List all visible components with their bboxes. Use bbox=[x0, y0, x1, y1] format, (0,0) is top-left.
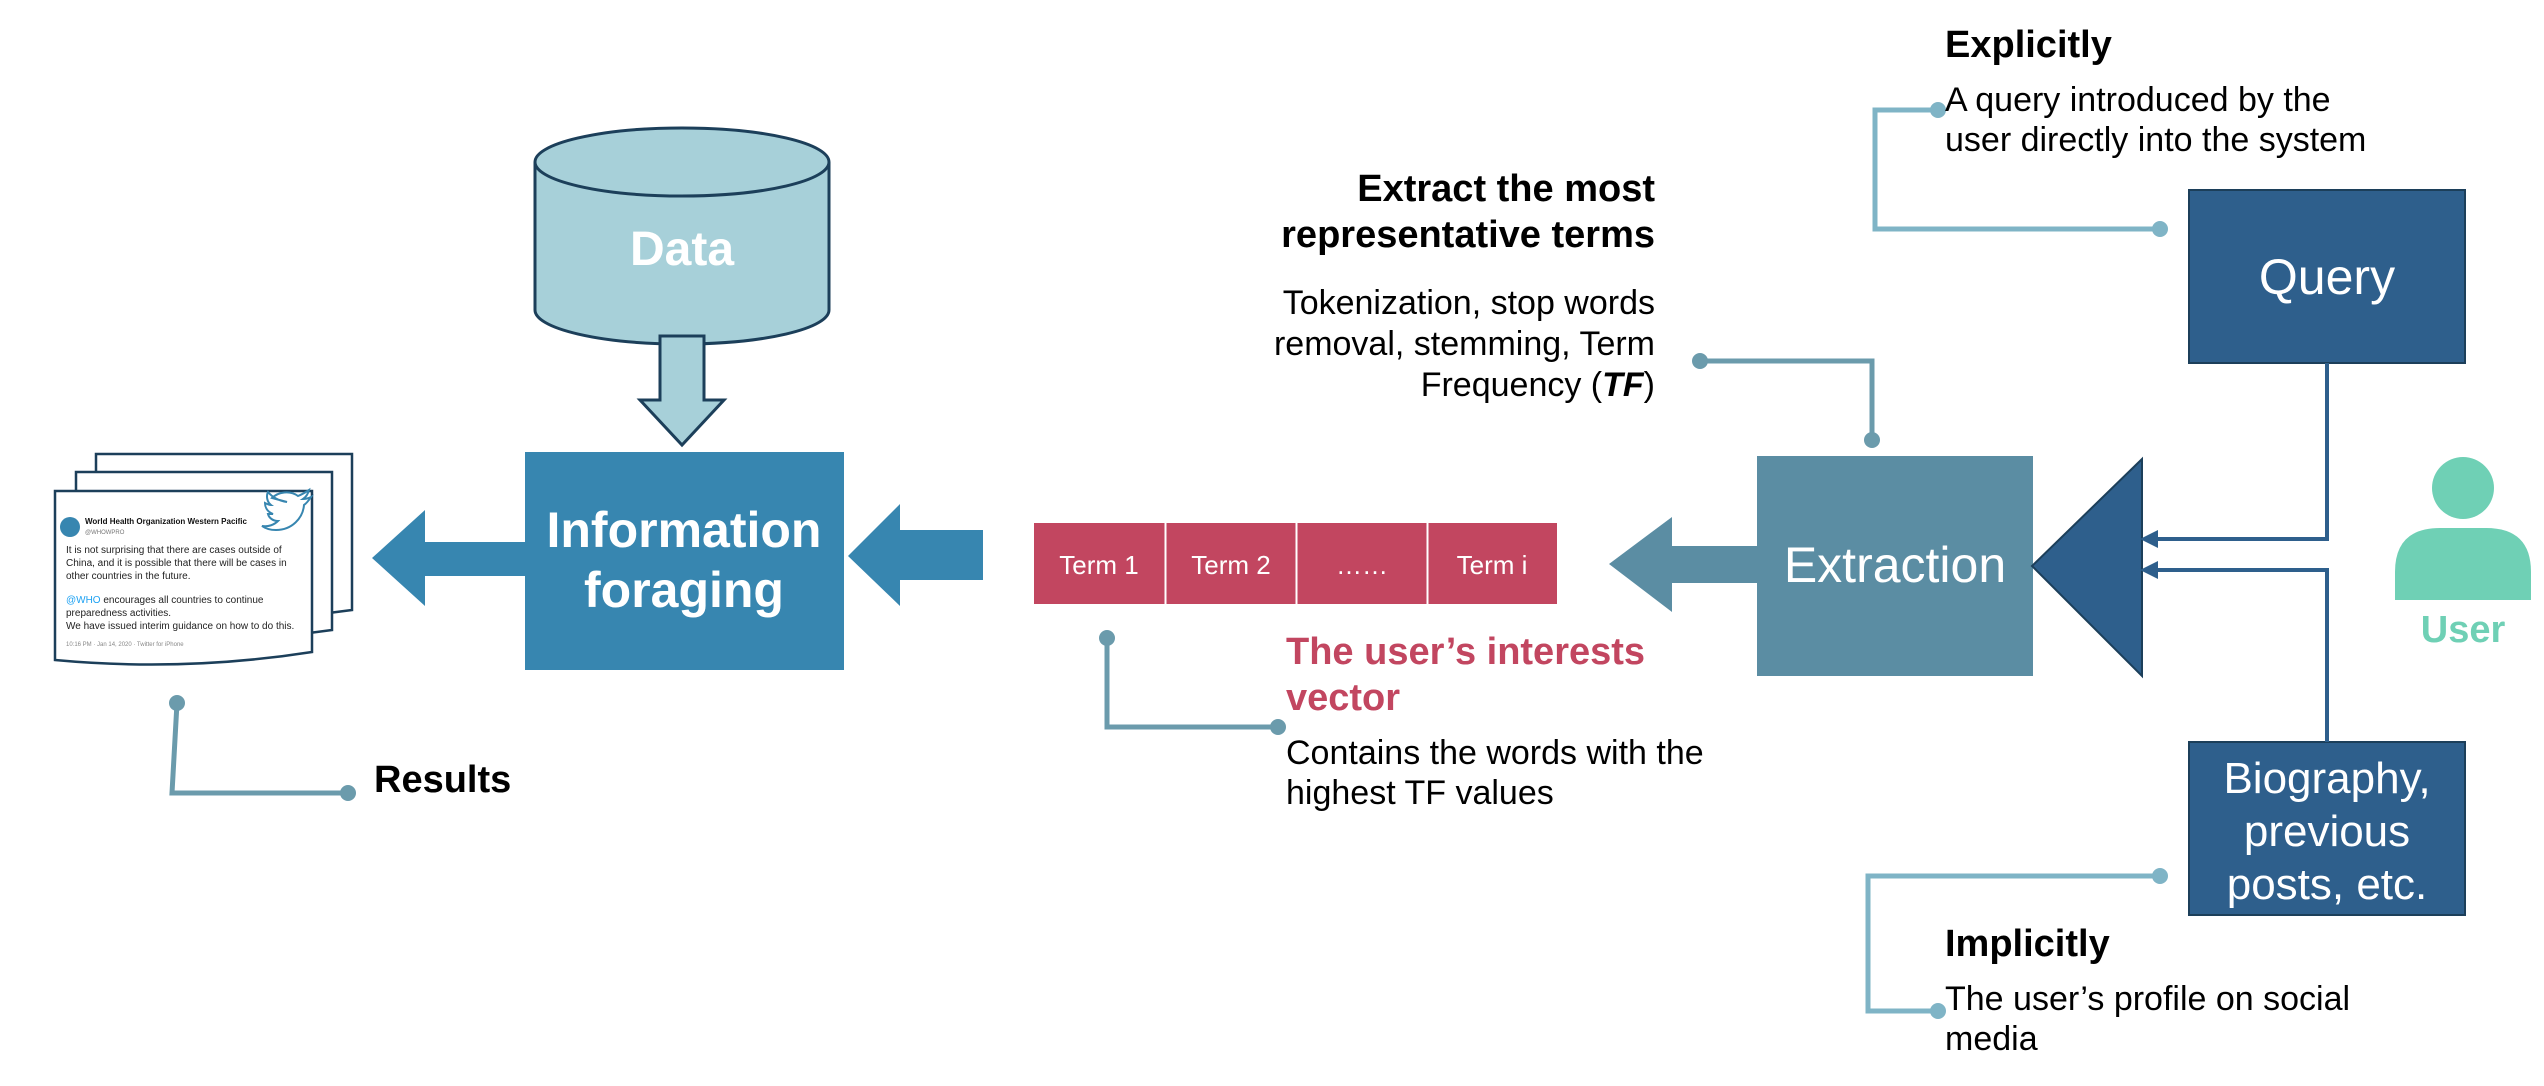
implicitly-desc-line2: media bbox=[1945, 1020, 2038, 1058]
biography-feed-arrowhead bbox=[2140, 561, 2158, 579]
query-box bbox=[2188, 189, 2466, 364]
foraging-label-line2: foraging bbox=[584, 562, 784, 618]
information-foraging-box bbox=[525, 452, 844, 670]
foraging-label-line1: Information bbox=[547, 502, 822, 558]
interests-desc-line2: highest TF values bbox=[1286, 774, 1554, 812]
interests-connector bbox=[1104, 638, 1278, 730]
extract-note-desc-line3: Frequency (TF) bbox=[1100, 365, 1655, 406]
user-label: User bbox=[2421, 609, 2506, 651]
interests-connector-dot-start bbox=[1099, 630, 1115, 646]
person-icon-body bbox=[2395, 528, 2531, 600]
term-label-2: Term 2 bbox=[1191, 550, 1270, 580]
data-down-arrow bbox=[636, 334, 728, 448]
implicitly-title: Implicitly bbox=[1945, 923, 2110, 965]
extract-note-desc-line3-prefix: Frequency ( bbox=[1420, 366, 1603, 404]
interests-desc-line1: Contains the words with the bbox=[1286, 734, 1704, 772]
extraction-to-terms-arrow bbox=[1609, 517, 1758, 612]
person-icon bbox=[2395, 457, 2531, 600]
data-cylinder: Data bbox=[533, 126, 831, 346]
term-label-4: Term i bbox=[1457, 550, 1528, 580]
extract-note-dot-end bbox=[1864, 432, 1880, 448]
explicitly-desc-line1: A query introduced by the bbox=[1945, 81, 2331, 119]
biography-label-line1: Biography, bbox=[2223, 754, 2430, 803]
tweet-account: World Health Organization Western Pacifi… bbox=[85, 517, 248, 526]
tweet-line-6: We have issued interim guidance on how t… bbox=[66, 621, 294, 632]
tweet-line-4: @WHO encourages all countries to continu… bbox=[66, 595, 264, 606]
extract-note-connector bbox=[1700, 358, 1875, 440]
term-label-1: Term 1 bbox=[1059, 550, 1138, 580]
implicitly-connector-dot-end bbox=[1930, 1003, 1946, 1019]
explicitly-desc-line2: user directly into the system bbox=[1945, 121, 2367, 159]
term-label-3: …… bbox=[1336, 550, 1388, 580]
terms-to-foraging-arrow bbox=[848, 504, 983, 606]
tweet-line-3: other countries in the future. bbox=[66, 571, 191, 582]
explicitly-connector-dot-start bbox=[1930, 102, 1946, 118]
interests-title-line1: The user’s interests bbox=[1286, 631, 1646, 673]
extract-note-dot-start bbox=[1692, 353, 1708, 369]
results-connector-dot-end bbox=[340, 785, 356, 801]
tweet-line-4-rest: encourages all countries to continue bbox=[101, 595, 264, 606]
extraction-box bbox=[1757, 456, 2033, 676]
query-label: Query bbox=[2259, 249, 2395, 305]
tweet-meta: 10:16 PM · Jan 14, 2020 · Twitter for iP… bbox=[66, 642, 184, 648]
term-cell-3 bbox=[1297, 523, 1427, 604]
terms-vector: Term 1 Term 2 …… Term i bbox=[1034, 523, 1557, 604]
results-connector bbox=[169, 702, 348, 796]
extract-note-tf-emphasis: TF bbox=[1602, 366, 1644, 404]
tweet-mention: @WHO bbox=[66, 595, 101, 606]
explicitly-connector bbox=[1872, 107, 2160, 232]
results-connector-dot-start bbox=[169, 695, 185, 711]
term-cell-2 bbox=[1166, 523, 1296, 604]
term-cell-1 bbox=[1034, 523, 1165, 604]
extract-note-title-line1: Extract the most bbox=[1357, 168, 1655, 210]
biography-label-line2: previous bbox=[2244, 807, 2410, 856]
biography-feed-line bbox=[2145, 568, 2329, 742]
implicitly-desc-line1: The user’s profile on social bbox=[1945, 980, 2351, 1018]
tweet-line-5: preparedness activities. bbox=[66, 608, 171, 619]
tweet-page-front bbox=[53, 489, 314, 666]
bird-icon bbox=[261, 487, 314, 532]
explicitly-connector-dot-end bbox=[2152, 221, 2168, 237]
extract-note-desc-line1: Tokenization, stop words bbox=[1282, 284, 1655, 322]
tweet-handle: @WHOWPRO bbox=[85, 530, 125, 536]
combiner-triangle bbox=[2030, 456, 2143, 679]
extract-note-title-line2: representative terms bbox=[1281, 214, 1655, 256]
data-cylinder-top bbox=[533, 126, 831, 198]
foraging-to-results-arrow bbox=[372, 510, 525, 606]
biography-label-line3: posts, etc. bbox=[2227, 860, 2428, 909]
extraction-label: Extraction bbox=[1784, 537, 2006, 593]
person-icon-head bbox=[2432, 457, 2494, 519]
implicitly-connector-dot-start bbox=[2152, 868, 2168, 884]
explicitly-title: Explicitly bbox=[1945, 24, 2112, 66]
interests-connector-dot-end bbox=[1270, 719, 1286, 735]
data-label: Data bbox=[630, 223, 734, 276]
interests-title-line2: vector bbox=[1286, 677, 1401, 719]
results-label: Results bbox=[374, 759, 512, 801]
query-feed-line bbox=[2145, 363, 2329, 541]
biography-box bbox=[2188, 741, 2466, 916]
query-feed-arrowhead bbox=[2140, 530, 2158, 548]
implicitly-connector bbox=[1865, 873, 2160, 1014]
extract-note-desc-line3-suffix: ) bbox=[1643, 366, 1655, 404]
extract-note-desc-line2: removal, stemming, Term bbox=[1273, 325, 1655, 363]
tweet-line-1: It is not surprising that there are case… bbox=[66, 545, 282, 556]
tweet-avatar bbox=[60, 517, 80, 537]
term-cell-4 bbox=[1428, 523, 1557, 604]
tweet-stack: World Health Organization Western Pacifi… bbox=[53, 452, 354, 666]
tweet-line-2: China, and it is possible that there wil… bbox=[66, 558, 287, 569]
